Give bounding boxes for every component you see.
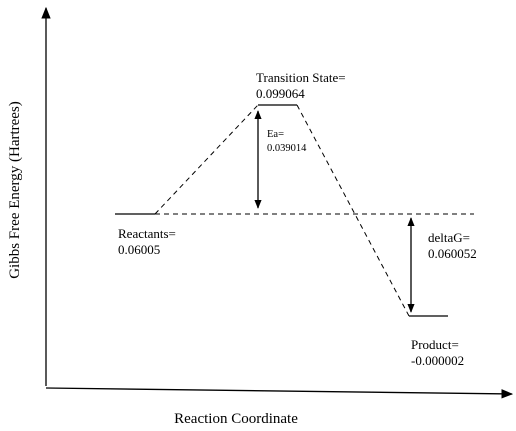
y-axis-label: Gibbs Free Energy (Hartrees): [7, 101, 23, 279]
delta-g-value: 0.060052: [428, 246, 477, 261]
ea-label: Ea=: [267, 129, 284, 140]
transition-state-label: Transition State=: [256, 70, 346, 85]
reactants-to-ts-path: [154, 104, 259, 215]
transition-state-value: 0.099064: [256, 86, 305, 101]
delta-g-label: deltaG=: [428, 230, 470, 245]
product-label: Product=: [411, 337, 459, 352]
ts-to-product-path: [296, 104, 410, 317]
reactants-value: 0.06005: [118, 242, 160, 257]
reactants-label: Reactants=: [118, 226, 176, 241]
x-axis: [45, 387, 514, 399]
product-value: -0.000002: [411, 353, 464, 368]
x-axis-label: Reaction Coordinate: [174, 411, 298, 427]
ea-value: 0.039014: [267, 143, 307, 154]
